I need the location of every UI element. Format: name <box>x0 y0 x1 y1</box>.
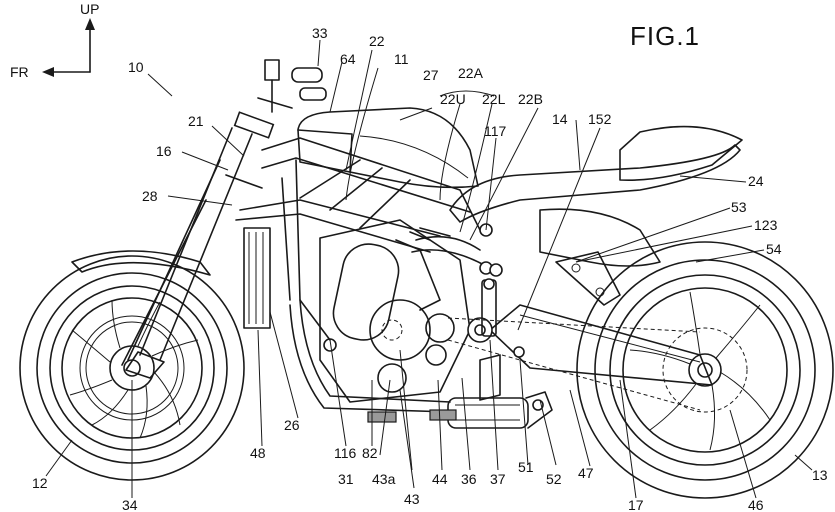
callout-12: 12 <box>32 475 48 491</box>
callout-64: 64 <box>340 51 356 67</box>
callout-117: 117 <box>484 123 507 139</box>
callout-116: 116 <box>334 445 357 461</box>
rear-cowl <box>539 125 743 267</box>
callout-53: 53 <box>731 199 747 215</box>
leader-lines <box>45 39 813 499</box>
callout-24: 24 <box>748 173 764 189</box>
exhaust <box>289 299 553 429</box>
callout-13: 13 <box>812 467 828 483</box>
callout-17: 17 <box>628 497 644 512</box>
callout-22B: 22B <box>518 91 543 107</box>
callout-22L: 22L <box>482 91 506 107</box>
callout-51: 51 <box>518 459 534 475</box>
callout-123: 123 <box>754 217 778 233</box>
drive-chain <box>447 317 701 411</box>
callout-22A: 22A <box>458 65 484 81</box>
callout-22: 22 <box>369 33 385 49</box>
callout-152: 152 <box>588 111 612 127</box>
grey-components <box>367 409 457 423</box>
figure-title: FIG.1 <box>630 21 700 51</box>
callout-31: 31 <box>338 471 354 487</box>
callout-33: 33 <box>312 25 328 41</box>
callout-43: 43 <box>404 491 420 507</box>
callout-46: 46 <box>748 497 764 512</box>
callout-47: 47 <box>578 465 594 481</box>
front-fork <box>121 111 275 379</box>
callout-52: 52 <box>546 471 562 487</box>
seat <box>449 144 741 223</box>
rear-shock <box>479 278 525 401</box>
engine <box>319 219 471 403</box>
intake-ducts <box>411 223 503 277</box>
callout-21: 21 <box>188 113 204 129</box>
rear-wheel <box>576 241 834 499</box>
callout-28: 28 <box>142 188 158 204</box>
rear-fender-bracket <box>555 251 621 306</box>
callout-82: 82 <box>362 445 378 461</box>
callout-10: 10 <box>128 59 144 75</box>
callout-43a: 43a <box>372 471 396 487</box>
fuel-tank <box>297 107 479 189</box>
swing-arm <box>467 304 713 386</box>
callout-37: 37 <box>490 471 506 487</box>
callout-22U: 22U <box>440 91 466 107</box>
callout-14: 14 <box>552 111 568 127</box>
callout-26: 26 <box>284 417 300 433</box>
orientation-arrows <box>42 18 95 77</box>
callout-27: 27 <box>423 67 439 83</box>
handlebar <box>257 59 327 113</box>
callout-48: 48 <box>250 445 266 461</box>
callout-11: 11 <box>394 51 409 67</box>
front-label: FR <box>10 64 29 80</box>
callout-36: 36 <box>461 471 477 487</box>
up-label: UP <box>80 1 99 17</box>
callout-44: 44 <box>432 471 448 487</box>
callout-16: 16 <box>156 143 172 159</box>
callout-labels: 10 33 22 64 11 22A 27 22U 22L 22B 14 152… <box>32 25 828 512</box>
front-radiator <box>243 227 271 329</box>
callout-54: 54 <box>766 241 782 257</box>
callout-34: 34 <box>122 497 138 512</box>
